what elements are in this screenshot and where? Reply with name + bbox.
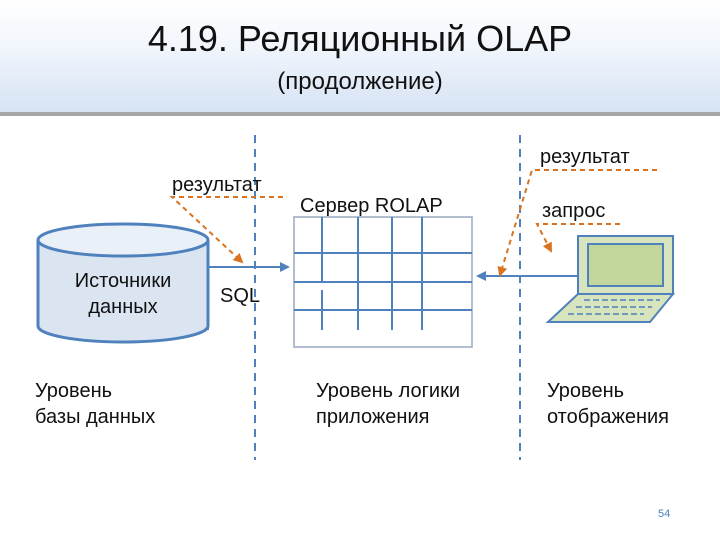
slide-subtitle: (продолжение) [277,68,443,95]
request-label: запрос [542,200,606,222]
result-label-right: результат [540,146,630,168]
header-divider [0,112,720,116]
database-label-line1: Источники [74,270,172,292]
level-logic-line1: Уровень логики [316,380,461,402]
server-grid-icon [293,216,473,348]
slide-header [0,0,720,112]
level-display-label: Уровень отображения [547,378,669,430]
sql-label: SQL [220,285,261,307]
database-label-line2: данных [88,296,158,318]
slide-title: 4.19. Реляционный OLAP [147,18,573,59]
database-cylinder-icon [36,222,210,344]
level-db-label: Уровень базы данных [35,378,155,430]
level-logic-label: Уровень логики приложения [316,378,460,430]
request-arrow-to-laptop [535,223,620,253]
laptop-icon [545,235,676,323]
result-arrow-to-client [497,169,657,277]
level-logic-line2: приложения [316,406,430,428]
sql-arrow-db-to-server [207,262,290,330]
level-display-line1: Уровень [547,380,625,402]
level-display-line2: отображения [547,406,669,428]
server-label: Сервер ROLAP [300,195,443,217]
page-number: 54 [658,508,671,520]
level-db-line2: базы данных [35,406,156,428]
level-db-line1: Уровень [35,380,113,402]
result-label-left: результат [172,174,262,196]
database-label: Источники данных [50,268,196,320]
result-arrow-to-sql [169,196,283,264]
